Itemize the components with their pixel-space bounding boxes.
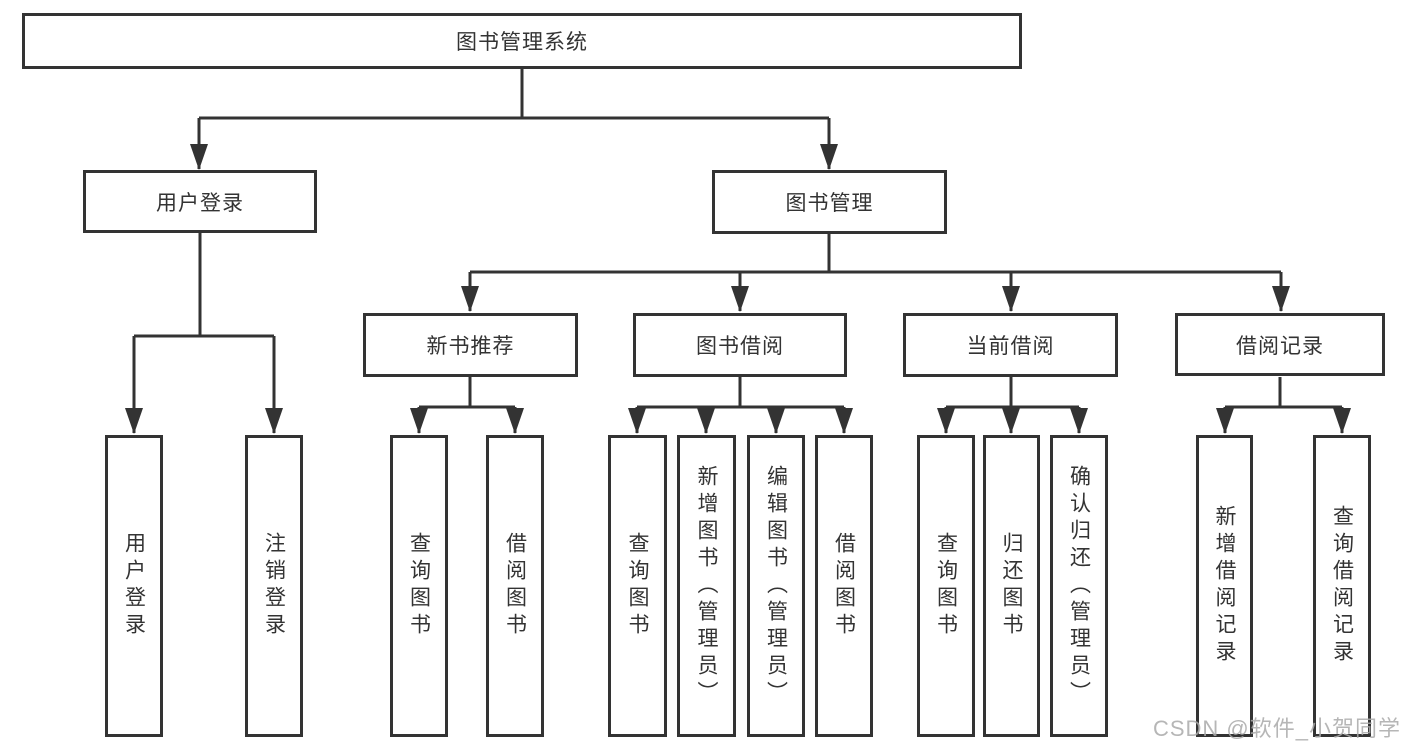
arrow-down-icon	[835, 408, 853, 434]
leaf-add-book-admin-label: 新增图书（管理员）	[695, 464, 718, 708]
leaf-current-query-book: 查询图书	[917, 435, 975, 737]
leaf-return-book-label: 归还图书	[1000, 532, 1023, 640]
node-book-borrow: 图书借阅	[633, 313, 847, 377]
arrow-down-icon	[410, 408, 428, 434]
leaf-add-borrow-record: 新增借阅记录	[1196, 435, 1253, 737]
leaf-recommend-query-book-label: 查询图书	[407, 532, 431, 640]
arrow-down-icon	[937, 408, 955, 434]
arrow-down-icon	[731, 286, 749, 312]
leaf-borrow-query-book: 查询图书	[608, 435, 667, 737]
arrow-down-icon	[820, 144, 838, 170]
leaf-confirm-return-admin-label: 确认归还（管理员）	[1067, 464, 1091, 708]
node-borrow-record-label: 借阅记录	[1236, 334, 1324, 358]
leaf-logout-label: 注销登录	[262, 532, 286, 640]
arrow-down-icon	[1216, 408, 1234, 434]
arrow-down-icon	[1333, 408, 1351, 434]
arrow-down-icon	[1002, 286, 1020, 312]
arrow-down-icon	[506, 408, 524, 434]
leaf-add-book-admin: 新增图书（管理员）	[677, 435, 736, 737]
leaf-borrow-query-book-label: 查询图书	[626, 532, 649, 640]
node-new-book-recommend-label: 新书推荐	[426, 335, 515, 358]
node-borrow-record: 借阅记录	[1175, 313, 1385, 376]
node-new-book-recommend: 新书推荐	[363, 313, 578, 377]
leaf-borrow-book-label: 借阅图书	[832, 532, 856, 640]
node-current-borrow: 当前借阅	[903, 313, 1118, 377]
leaf-query-borrow-record: 查询借阅记录	[1313, 435, 1371, 737]
arrow-down-icon	[265, 408, 283, 434]
arrow-down-icon	[125, 408, 143, 434]
node-root: 图书管理系统	[22, 13, 1022, 69]
leaf-add-borrow-record-label: 新增借阅记录	[1213, 505, 1236, 667]
arrow-down-icon	[767, 408, 785, 434]
node-book-management: 图书管理	[712, 170, 947, 234]
node-user-login-label: 用户登录	[156, 191, 244, 215]
node-root-label: 图书管理系统	[456, 31, 588, 54]
arrow-down-icon	[461, 286, 479, 312]
leaf-user-login: 用户登录	[105, 435, 163, 737]
arrow-down-icon	[1002, 408, 1020, 434]
node-book-management-label: 图书管理	[785, 192, 874, 215]
leaf-logout: 注销登录	[245, 435, 303, 737]
arrow-down-icon	[628, 408, 646, 434]
leaf-borrow-book: 借阅图书	[815, 435, 873, 737]
arrow-down-icon	[1070, 408, 1088, 434]
node-user-login: 用户登录	[83, 170, 317, 233]
node-current-borrow-label: 当前借阅	[966, 335, 1055, 358]
leaf-recommend-borrow-book-label: 借阅图书	[503, 532, 527, 640]
leaf-query-borrow-record-label: 查询借阅记录	[1330, 505, 1354, 667]
leaf-edit-book-admin-label: 编辑图书（管理员）	[764, 464, 788, 708]
leaf-recommend-borrow-book: 借阅图书	[486, 435, 544, 737]
leaf-edit-book-admin: 编辑图书（管理员）	[747, 435, 805, 737]
leaf-current-query-book-label: 查询图书	[934, 532, 958, 640]
watermark: CSDN @软件_小贺同学	[1152, 716, 1401, 741]
leaf-recommend-query-book: 查询图书	[390, 435, 448, 737]
arrow-down-icon	[1272, 286, 1290, 312]
arrow-down-icon	[190, 144, 208, 170]
leaf-return-book: 归还图书	[983, 435, 1040, 737]
arrow-down-icon	[697, 408, 715, 434]
leaf-user-login-label: 用户登录	[122, 532, 146, 640]
node-book-borrow-label: 图书借阅	[696, 335, 784, 358]
leaf-confirm-return-admin: 确认归还（管理员）	[1050, 435, 1108, 737]
